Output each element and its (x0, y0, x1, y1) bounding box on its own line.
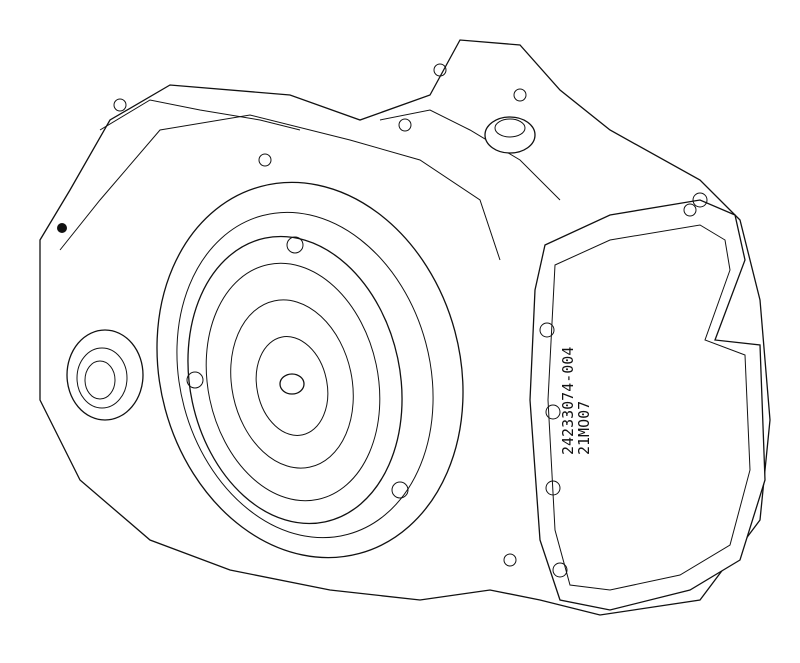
valve-body-cover (529, 199, 766, 611)
bolts (113, 63, 708, 578)
plug-dot (57, 223, 67, 233)
torque-converter (187, 235, 403, 525)
cap (484, 116, 536, 154)
part-number: 24233074-004 (559, 346, 577, 455)
converter-hub (279, 373, 305, 395)
part-code: 21MO07 (575, 400, 593, 455)
output-seal (66, 329, 144, 421)
part-number-stamp: 24233074-004 21MO07 (559, 346, 593, 455)
